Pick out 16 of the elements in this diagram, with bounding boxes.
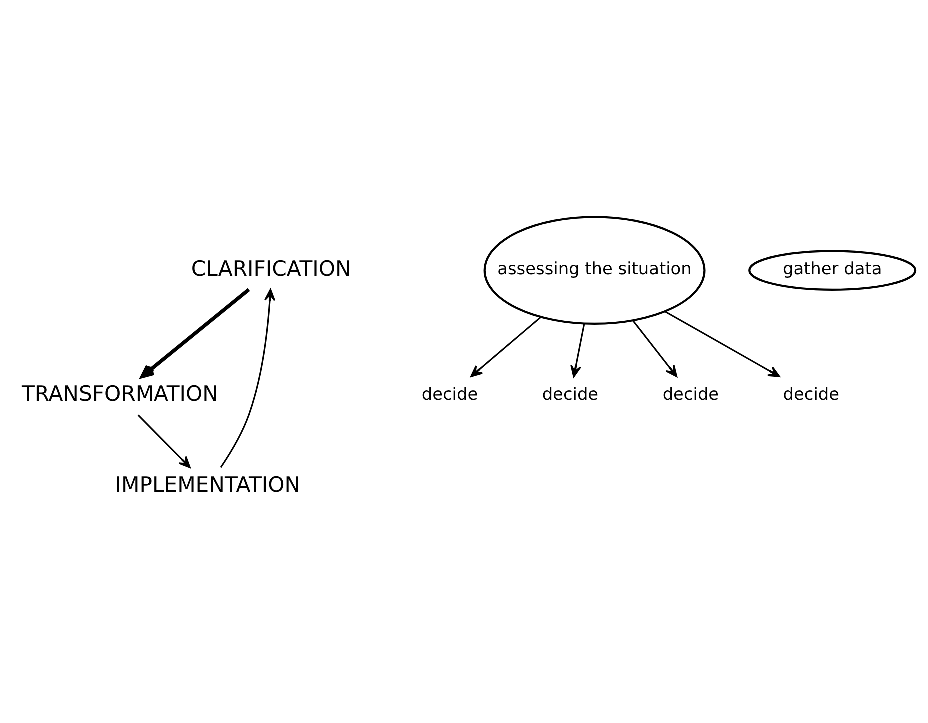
node-text: IMPLEMENTATION [114,472,300,498]
arrow [220,289,276,468]
arrow [664,310,780,378]
arrow [137,414,190,468]
node-text: decide [421,384,478,404]
node-text: decide [542,384,598,404]
node-ellipse: assessing the situation [483,216,706,326]
node-ellipse: gather data [748,250,916,291]
arrow [570,324,585,378]
node-text: decide [782,384,840,404]
node-text: decide [662,384,719,404]
arrow [470,316,541,378]
node-text: CLARIFICATION [190,256,351,281]
arrow [632,320,678,378]
node-text: TRANSFORMATION [21,381,218,406]
arrow [140,288,250,378]
